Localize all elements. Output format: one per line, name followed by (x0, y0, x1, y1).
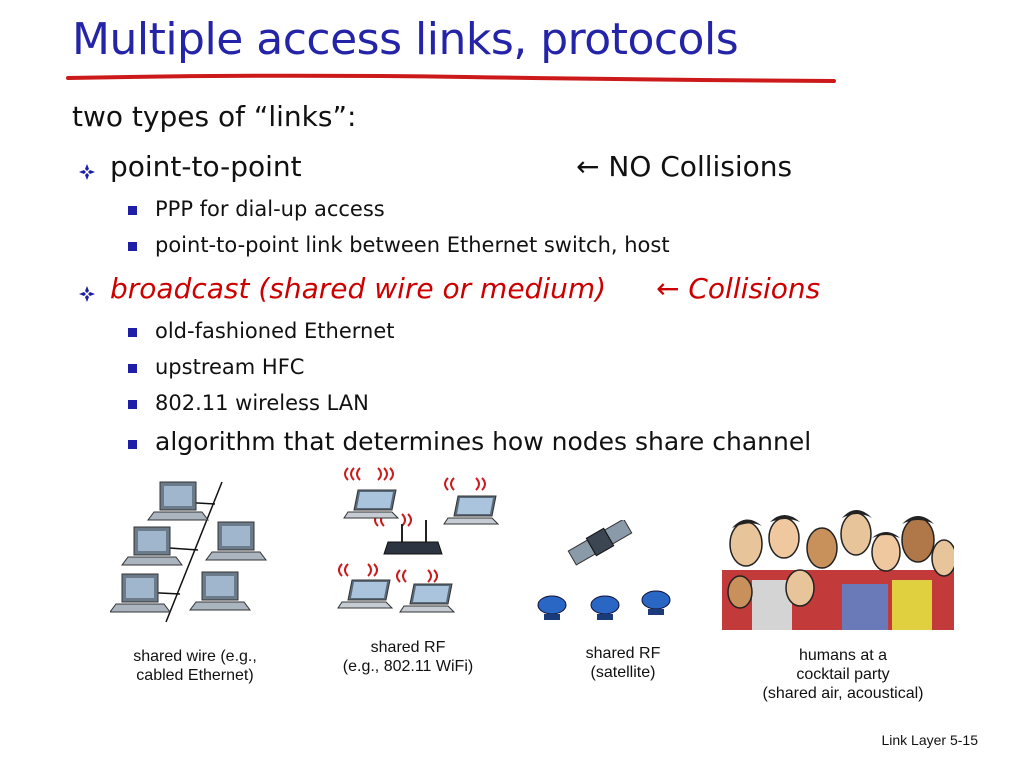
footer-section: Link Layer (881, 732, 947, 748)
shared-rf-satellite-illustration (537, 520, 671, 620)
subitem-algorithm: algorithm that determines how nodes shar… (155, 427, 812, 456)
left-arrow-icon: ← (656, 272, 680, 305)
caption-shared-rf-satellite: shared RF (satellite) (585, 645, 661, 681)
diamond-bullet-icon (79, 286, 95, 302)
desktop-computer-icon (189, 571, 251, 611)
subitem-switch-link: point-to-point link between Ethernet swi… (155, 233, 670, 257)
laptop-icon (343, 489, 400, 519)
slide-title: Multiple access links, protocols (72, 14, 739, 65)
satellite-icon (567, 520, 633, 566)
shared-wire-illustration (110, 481, 267, 623)
caption-shared-rf-wifi: shared RF (e.g., 802.11 WiFi) (342, 639, 474, 675)
square-bullet-icon (128, 206, 137, 215)
laptop-icon (337, 579, 394, 609)
caption-shared-wire: shared wire (e.g., cabled Ethernet) (133, 648, 257, 684)
desktop-computer-icon (147, 481, 209, 521)
square-bullet-icon (128, 328, 137, 337)
square-bullet-icon (128, 400, 137, 409)
no-collisions-label: NO Collisions (608, 150, 793, 183)
slide-footer: Link Layer 5-15 (881, 732, 978, 748)
satellite-dish-icon (537, 595, 567, 620)
square-bullet-icon (128, 440, 137, 449)
caption-cocktail-party: humans at a cocktail party (shared air, … (762, 647, 924, 702)
intro-text: two types of “links”: (72, 100, 357, 133)
satellite-dish-icon (590, 595, 620, 620)
left-arrow-icon: ← (576, 150, 600, 183)
collisions-label: Collisions (688, 272, 821, 305)
subitem-hfc: upstream HFC (155, 355, 305, 379)
bullet-broadcast: broadcast (shared wire or medium) (110, 272, 607, 305)
laptop-icon (443, 495, 500, 525)
subitem-wireless-lan: 802.11 wireless LAN (155, 391, 369, 415)
desktop-computer-icon (205, 521, 267, 561)
subitem-ppp: PPP for dial-up access (155, 197, 385, 221)
cocktail-party-illustration (722, 510, 954, 630)
satellite-dish-icon (641, 590, 671, 615)
square-bullet-icon (128, 364, 137, 373)
laptop-icon (399, 583, 456, 613)
point-to-point-note: ← NO Collisions (576, 150, 792, 183)
title-underline (66, 73, 836, 83)
square-bullet-icon (128, 242, 137, 251)
shared-rf-wifi-illustration (337, 467, 500, 613)
footer-page-number: 5-15 (949, 732, 978, 748)
wireless-router-icon (383, 520, 443, 555)
subitem-ethernet: old-fashioned Ethernet (155, 319, 395, 343)
diamond-bullet-icon (79, 164, 95, 180)
broadcast-note: ← Collisions (656, 272, 820, 305)
desktop-computer-icon (110, 573, 171, 613)
bullet-point-to-point: point-to-point (110, 150, 302, 183)
desktop-computer-icon (121, 526, 183, 566)
